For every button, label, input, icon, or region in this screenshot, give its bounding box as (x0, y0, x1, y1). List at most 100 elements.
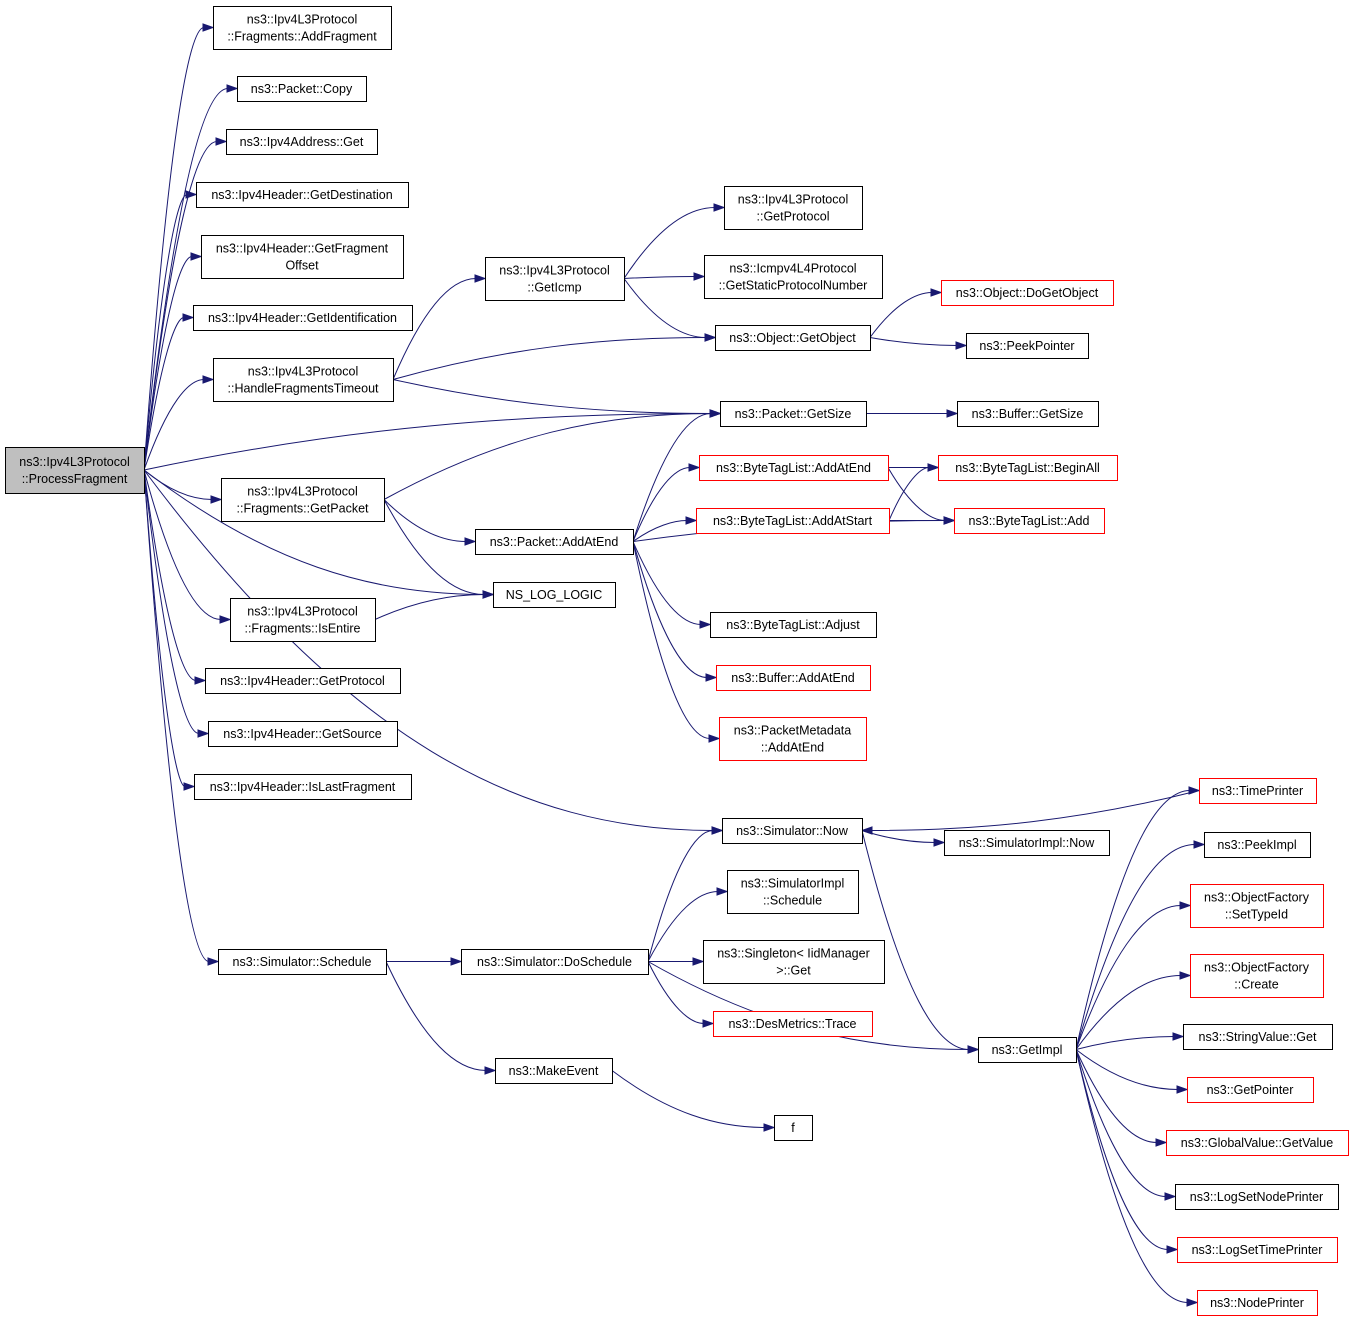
node-get-protocol-hdr[interactable]: ns3::Ipv4Header::GetProtocol (205, 668, 401, 694)
node-buffer-get-size[interactable]: ns3::Buffer::GetSize (957, 401, 1099, 427)
node-packet-copy[interactable]: ns3::Packet::Copy (237, 76, 367, 102)
node-make-event[interactable]: ns3::MakeEvent (495, 1058, 613, 1084)
node-label: ns3::Simulator::Schedule (233, 955, 372, 969)
node-log-set-node-printer[interactable]: ns3::LogSetNodePrinter (1175, 1184, 1339, 1210)
node-get-identification[interactable]: ns3::Ipv4Header::GetIdentification (193, 305, 413, 331)
node-btl-add-at-start[interactable]: ns3::ByteTagList::AddAtStart (696, 508, 890, 534)
call-arrowhead (946, 409, 959, 418)
node-node-printer[interactable]: ns3::NodePrinter (1197, 1290, 1318, 1316)
node-box (213, 358, 394, 402)
call-edge-get-icmp-to-l3-get-protocol (623, 207, 716, 279)
node-is-last-fragment[interactable]: ns3::Ipv4Header::IsLastFragment (194, 774, 412, 800)
node-btl-begin-all[interactable]: ns3::ByteTagList::BeginAll (938, 455, 1118, 481)
node-sim-impl-schedule[interactable]: ns3::SimulatorImpl::Schedule (727, 870, 859, 914)
call-arrowhead (693, 272, 706, 281)
node-sim-now[interactable]: ns3::Simulator::Now (722, 818, 863, 844)
call-arrowhead (967, 1045, 980, 1054)
call-edge-root-to-ipv4-address-get (143, 141, 218, 471)
call-arrowhead (705, 673, 718, 682)
node-packet-get-size[interactable]: ns3::Packet::GetSize (720, 401, 867, 427)
call-edges (143, 23, 1206, 1307)
call-arrowhead (464, 537, 477, 546)
node-box (696, 508, 890, 534)
node-time-printer[interactable]: ns3::TimePrinter (1199, 778, 1317, 804)
node-box (1190, 954, 1324, 998)
node-of-create[interactable]: ns3::ObjectFactory::Create (1190, 954, 1324, 998)
node-ipv4-address-get[interactable]: ns3::Ipv4Address::Get (226, 129, 378, 155)
node-sim-impl-now[interactable]: ns3::SimulatorImpl::Now (944, 830, 1110, 856)
node-string-value-get[interactable]: ns3::StringValue::Get (1183, 1024, 1333, 1050)
node-singleton-get[interactable]: ns3::Singleton< IidManager>::Get (703, 940, 885, 984)
node-icmp-static[interactable]: ns3::Icmpv4L4Protocol::GetStaticProtocol… (704, 255, 883, 299)
call-arrowhead (685, 516, 698, 525)
node-handle-fragments-timeout[interactable]: ns3::Ipv4L3Protocol::HandleFragmentsTime… (213, 358, 394, 402)
call-arrowhead (1179, 971, 1192, 980)
node-pm-add-at-end[interactable]: ns3::PacketMetadata::AddAtEnd (719, 717, 867, 761)
node-get-icmp[interactable]: ns3::Ipv4L3Protocol::GetIcmp (485, 257, 625, 301)
node-get-source[interactable]: ns3::Ipv4Header::GetSource (208, 721, 398, 747)
node-l3-get-protocol[interactable]: ns3::Ipv4L3Protocol::GetProtocol (724, 186, 863, 230)
node-box (237, 76, 367, 102)
node-label: ns3::Ipv4Address::Get (240, 135, 364, 149)
node-do-get-object[interactable]: ns3::Object::DoGetObject (941, 280, 1114, 306)
call-edge-root-to-is-entire (143, 469, 222, 620)
node-do-schedule[interactable]: ns3::Simulator::DoSchedule (461, 949, 649, 975)
node-label: ::HandleFragmentsTimeout (228, 382, 380, 396)
call-arrowhead (1176, 1085, 1189, 1094)
node-peek-impl[interactable]: ns3::PeekImpl (1204, 832, 1311, 858)
node-get-destination[interactable]: ns3::Ipv4Header::GetDestination (196, 182, 409, 208)
node-buffer-add-at-end[interactable]: ns3::Buffer::AddAtEnd (716, 665, 871, 691)
node-box (1187, 1077, 1314, 1103)
call-edge-root-to-sim-now (143, 469, 714, 831)
node-btl-add[interactable]: ns3::ByteTagList::Add (954, 508, 1105, 534)
node-label: ns3::StringValue::Get (1199, 1030, 1317, 1044)
node-label: ns3::Ipv4L3Protocol (247, 13, 358, 27)
node-box (1199, 778, 1317, 804)
call-edge-root-to-get-fragment-offset (143, 256, 193, 471)
node-label: ns3::ByteTagList::Adjust (726, 618, 860, 632)
call-arrowhead (1186, 1298, 1199, 1307)
node-box (208, 721, 398, 747)
call-arrowhead (927, 463, 940, 472)
node-f[interactable]: f (774, 1115, 813, 1141)
call-edge-add-at-end-to-pm-add-at-end (632, 541, 711, 739)
node-des-trace[interactable]: ns3::DesMetrics::Trace (713, 1011, 873, 1037)
node-ns-log-logic[interactable]: NS_LOG_LOGIC (493, 582, 616, 608)
node-get-packet[interactable]: ns3::Ipv4L3Protocol::Fragments::GetPacke… (221, 478, 385, 522)
node-box (719, 717, 867, 761)
node-box (461, 949, 649, 975)
node-log-set-time-printer[interactable]: ns3::LogSetTimePrinter (1177, 1237, 1338, 1263)
call-edge-time-printer-to-sim-now (870, 790, 1200, 831)
node-add-fragment[interactable]: ns3::Ipv4L3Protocol::Fragments::AddFragm… (213, 6, 392, 50)
node-label: ::Fragments::AddFragment (227, 30, 377, 44)
call-arrowhead (215, 137, 228, 146)
call-arrowhead (688, 463, 701, 472)
call-arrowhead (708, 734, 721, 743)
node-box (201, 235, 404, 279)
node-label: ns3::GlobalValue::GetValue (1181, 1136, 1333, 1150)
node-box (713, 1011, 873, 1037)
call-edge-add-at-end-to-buffer-add-at-end (632, 541, 708, 678)
call-arrowhead (207, 957, 220, 966)
node-label: ns3::Ipv4Header::GetIdentification (208, 311, 397, 325)
node-btl-adjust[interactable]: ns3::ByteTagList::Adjust (710, 612, 877, 638)
node-get-pointer[interactable]: ns3::GetPointer (1187, 1077, 1314, 1103)
node-gv-get-value[interactable]: ns3::GlobalValue::GetValue (1166, 1130, 1349, 1156)
node-is-entire[interactable]: ns3::Ipv4L3Protocol::Fragments::IsEntire (230, 598, 376, 642)
node-box (720, 401, 867, 427)
node-peek-pointer[interactable]: ns3::PeekPointer (966, 333, 1089, 359)
node-of-set-type-id[interactable]: ns3::ObjectFactory::SetTypeId (1190, 884, 1324, 928)
call-edge-root-to-get-destination (143, 194, 188, 471)
node-sim-schedule[interactable]: ns3::Simulator::Schedule (218, 949, 387, 975)
node-btl-add-at-end[interactable]: ns3::ByteTagList::AddAtEnd (699, 455, 889, 481)
node-add-at-end[interactable]: ns3::Packet::AddAtEnd (475, 529, 634, 555)
call-arrowhead (763, 1123, 776, 1132)
node-box (495, 1058, 613, 1084)
node-root[interactable]: ns3::Ipv4L3Protocol::ProcessFragment (5, 447, 145, 494)
node-label: ::Fragments::GetPacket (237, 502, 370, 516)
node-get-object[interactable]: ns3::Object::GetObject (715, 325, 871, 351)
call-edge-get-impl-to-of-set-type-id (1075, 905, 1182, 1050)
node-get-impl[interactable]: ns3::GetImpl (978, 1037, 1077, 1063)
node-box (704, 255, 883, 299)
